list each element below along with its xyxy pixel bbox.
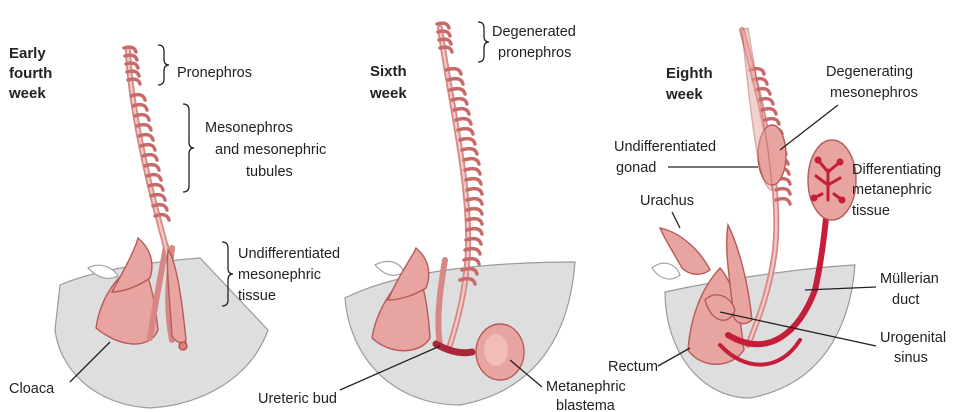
ureteric-bud-early — [179, 342, 187, 350]
differentiating-metanephric-tissue — [808, 140, 856, 220]
label-mesonephros: Mesonephros and mesonephric tubules — [205, 120, 330, 180]
label-urachus: Urachus — [640, 193, 694, 209]
label-urogenital-sinus: Urogenital sinus — [880, 330, 950, 366]
title-sixth-week: Sixth week — [369, 63, 411, 102]
label-degenerating-mesonephros: Degenerating mesonephros — [826, 64, 918, 101]
panel-eighth-week: Eighth week Degenerating mesonephros Und… — [608, 28, 950, 398]
label-undifferentiated-gonad: Undifferentiated gonad — [614, 139, 720, 176]
label-ureteric-bud: Ureteric bud — [258, 391, 337, 407]
title-early-fourth-week: Early fourth week — [8, 45, 57, 102]
label-rectum: Rectum — [608, 359, 658, 375]
label-metanephric-blastema: Metanephric blastema — [546, 379, 630, 412]
label-differentiating-metanephric: Differentiating metanephric tissue — [852, 162, 945, 219]
title-eighth-week: Eighth week — [665, 65, 717, 103]
label-undifferentiated-mesonephric: Undifferentiated mesonephric tissue — [238, 246, 344, 304]
label-degenerated-pronephros: Degenerated pronephros — [492, 24, 580, 61]
label-cloaca: Cloaca — [9, 381, 55, 397]
label-pronephros: Pronephros — [177, 65, 252, 81]
label-mullerian-duct: Müllerian duct — [880, 271, 943, 308]
panel-sixth-week: Sixth week Degenerated pronephros Ureter… — [258, 22, 630, 412]
panel-early-fourth-week: Early fourth week Pronephros Mesonephros… — [8, 45, 344, 408]
